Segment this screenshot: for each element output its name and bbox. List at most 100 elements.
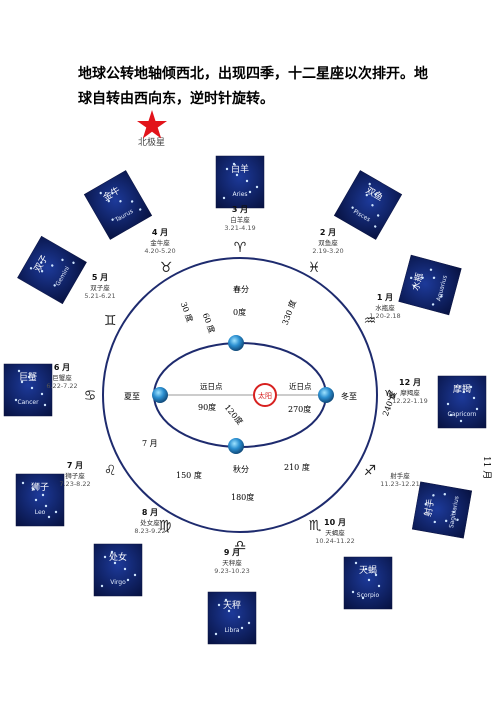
capricorn-star-icon — [459, 419, 463, 423]
aquarius-star-icon — [421, 276, 424, 280]
aquarius-card-bg — [398, 254, 462, 316]
aquarius-star-icon — [431, 303, 435, 306]
gemini-star-icon — [40, 269, 44, 273]
capricorn-sign-name: 摩羯座 — [400, 388, 420, 397]
deg-0-label: 0度 — [233, 307, 246, 317]
scorpio-dates: 10.24-11.22 — [315, 537, 355, 545]
earth-summer-icon — [152, 387, 168, 403]
pisces-star-icon — [368, 182, 371, 186]
gemini-dates: 5.21-6.21 — [84, 292, 115, 300]
spring-label: 春分 — [233, 284, 249, 294]
aries-star-icon — [235, 173, 239, 177]
aquarius-glyph-icon: ♒ — [364, 313, 377, 329]
capricorn-star-icon — [462, 390, 466, 394]
gemini-sign-name: 双子座 — [90, 283, 110, 292]
scorpio-month: 10 月 — [324, 518, 346, 527]
leo-star-icon — [44, 504, 48, 508]
pisces-month: 2 月 — [320, 228, 336, 237]
taurus-sign-name: 金牛座 — [150, 238, 170, 247]
sagittarius-cn-name: 射手 — [422, 498, 437, 518]
cancer-star-icon — [40, 392, 44, 396]
aries-month: 3 月 — [232, 205, 248, 214]
capricorn-star-icon — [472, 396, 476, 400]
libra-month: 9 月 — [224, 548, 240, 557]
aries-card-bg — [215, 155, 265, 209]
aquarius-month: 1 月 — [377, 293, 393, 302]
capricorn-star-icon — [469, 385, 473, 389]
sagittarius-glyph-icon: ♐ — [364, 463, 377, 479]
virgo-star-icon — [103, 555, 107, 559]
ring-30-label: 30 度 — [179, 301, 195, 324]
virgo-en-name: Virgo — [110, 579, 126, 586]
deg-90-label: 90度 — [198, 402, 216, 412]
virgo-cn-name: 处女 — [109, 551, 127, 563]
aquarius-dates: 1.20-2.18 — [369, 312, 400, 320]
ring-11m-label: 11 月 — [481, 456, 492, 479]
capricorn-cn-name: 摩羯 — [453, 383, 471, 395]
virgo-dates: 8.23-9.22 — [134, 527, 165, 535]
taurus-star-icon — [107, 199, 111, 203]
scorpio-sign-name: 天蝎座 — [325, 528, 345, 537]
summer-label: 夏至 — [124, 392, 140, 401]
libra-sign-name: 天秤座 — [222, 558, 242, 567]
aries-star-icon — [222, 196, 226, 200]
pisces-dates: 2.19-3.20 — [312, 247, 343, 255]
sagittarius-star-icon — [432, 494, 435, 497]
winter-label: 冬至 — [341, 391, 357, 401]
gemini-glyph-icon: ♊ — [104, 313, 117, 329]
deg-120-label: 120度 — [223, 402, 246, 426]
autumn-label: 秋分 — [233, 464, 249, 474]
earth-autumn-icon — [228, 438, 244, 454]
libra-star-icon — [224, 598, 228, 602]
sagittarius-star-icon — [456, 518, 459, 522]
libra-dates: 9.23-10.23 — [214, 567, 249, 575]
virgo-card: 处女 Virgo — [93, 543, 143, 597]
headline: 地球公转地轴倾西北，出现四季，十二星座以次排开。地球自转由西向东，逆时针旋转。 — [78, 66, 428, 107]
leo-card-bg — [15, 473, 65, 527]
aquarius-sign-name: 水瓶座 — [375, 303, 395, 312]
aries-star-icon — [225, 167, 229, 171]
capricorn-dates: 12.22-1.19 — [392, 397, 427, 405]
polaris-label: 北极星 — [138, 138, 166, 148]
leo-month: 7 月 — [67, 461, 83, 470]
gemini-star-icon — [53, 284, 56, 287]
virgo-star-icon — [100, 584, 104, 588]
aries-star-icon — [245, 179, 249, 183]
libra-star-icon — [217, 603, 221, 607]
scorpio-star-icon — [367, 578, 371, 582]
capricorn-star-icon — [449, 413, 453, 417]
virgo-star-icon — [123, 567, 127, 571]
virgo-star-icon — [113, 561, 117, 565]
gemini-star-icon — [40, 261, 43, 264]
libra-glyph-icon: ♎ — [234, 538, 247, 554]
virgo-star-icon — [126, 578, 130, 582]
pisces-star-icon — [365, 193, 369, 197]
taurus-star-icon — [99, 191, 102, 195]
leo-star-icon — [31, 487, 35, 491]
aries-star-icon — [255, 185, 259, 189]
taurus-glyph-icon: ♉ — [160, 260, 173, 276]
earth-winter-icon — [318, 387, 334, 403]
sagittarius-star-icon — [443, 493, 446, 496]
leo-sign-name: 狮子座 — [65, 471, 85, 480]
libra-cn-name: 天秤 — [223, 600, 241, 611]
libra-star-icon — [214, 632, 218, 636]
deg-180-label: 180度 — [231, 492, 254, 502]
outer-ring — [102, 257, 378, 533]
pisces-sign-name: 双鱼座 — [318, 238, 338, 247]
scorpio-en-name: Scorpio — [357, 592, 380, 599]
gemini-star-icon — [51, 264, 54, 267]
cancer-glyph-icon: ♋ — [84, 388, 97, 404]
virgo-star-icon — [133, 573, 137, 577]
